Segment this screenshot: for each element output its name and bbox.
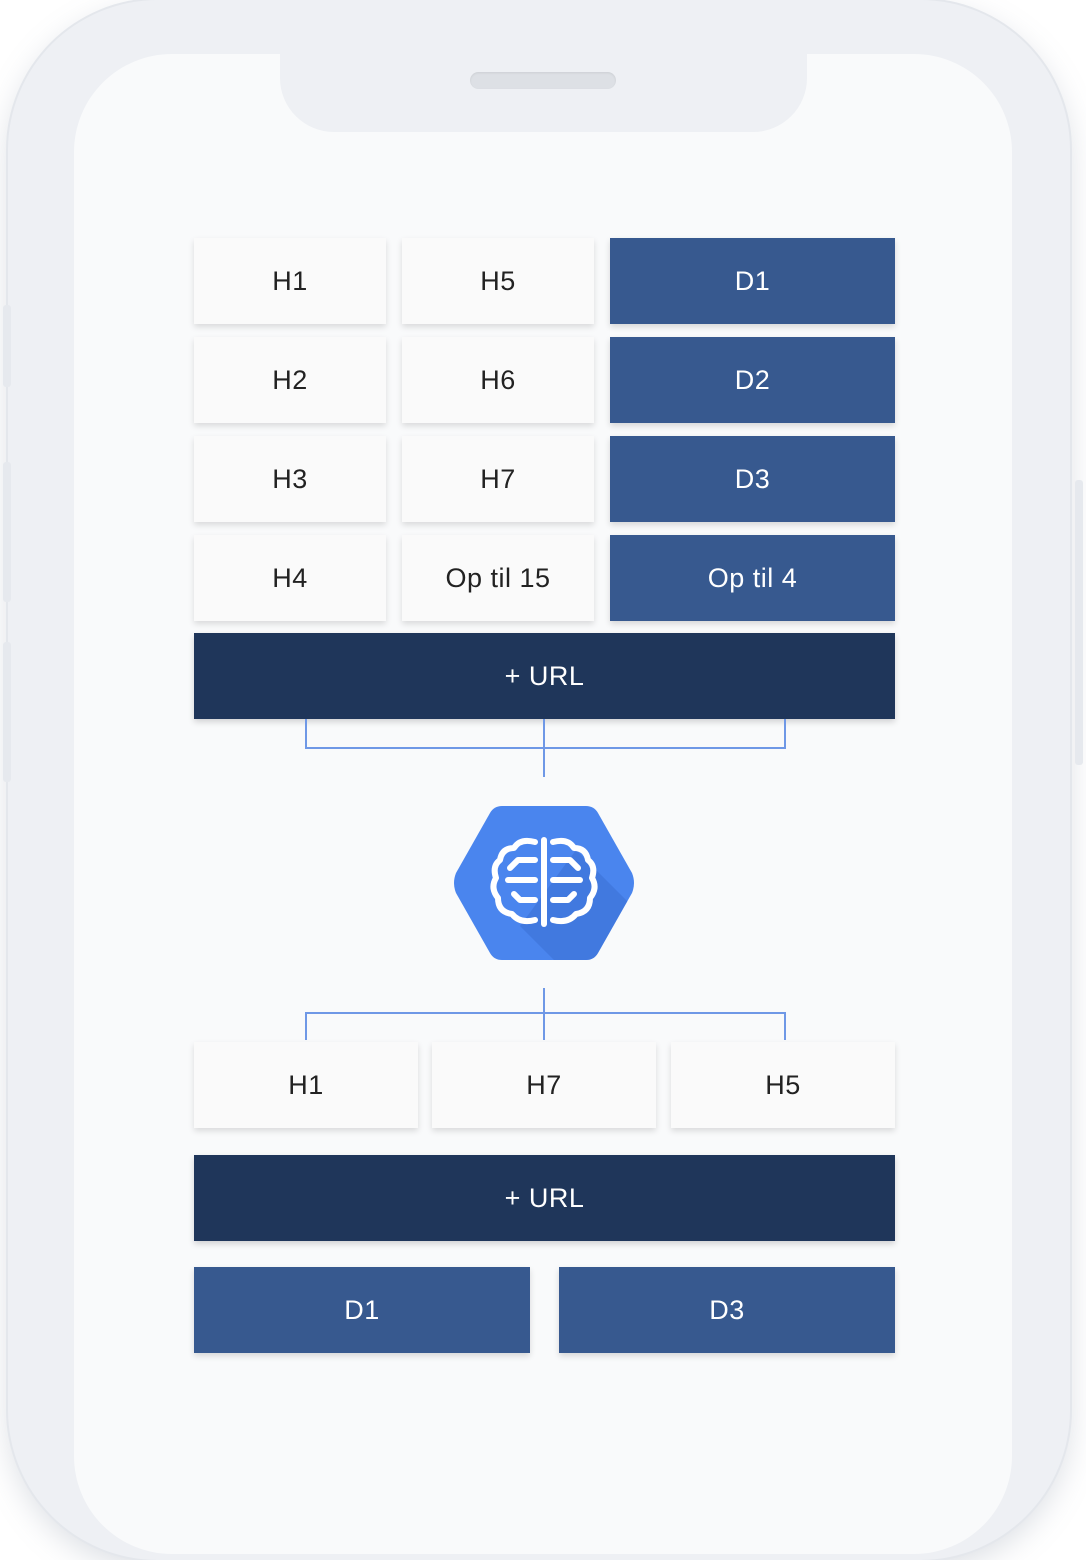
connector-line: [305, 747, 786, 749]
connector-line: [543, 719, 545, 777]
heading-cell: H3: [194, 436, 386, 522]
phone-power-button: [1075, 480, 1083, 765]
brain-hexagon-icon: [454, 806, 634, 960]
heading-cell: H5: [402, 238, 594, 324]
description-cell: D1: [610, 238, 895, 324]
heading-cell: H5: [671, 1042, 895, 1128]
phone-volume-down-button: [3, 642, 11, 782]
speaker-grille: [470, 72, 616, 89]
connector-line: [305, 719, 307, 749]
heading-cell: H4: [194, 535, 386, 621]
url-bar: + URL: [194, 633, 895, 719]
description-cell: D3: [610, 436, 895, 522]
heading-cell: H7: [432, 1042, 656, 1128]
heading-cell: H6: [402, 337, 594, 423]
heading-cell: Op til 15: [402, 535, 594, 621]
heading-cell: H2: [194, 337, 386, 423]
connector-line: [784, 719, 786, 749]
heading-cell: H7: [402, 436, 594, 522]
heading-cell: H1: [194, 238, 386, 324]
phone-notch: [280, 54, 807, 132]
heading-cell: H1: [194, 1042, 418, 1128]
description-cell: D1: [194, 1267, 530, 1353]
connector-line: [784, 1012, 786, 1040]
description-cell: D3: [559, 1267, 895, 1353]
connector-line: [305, 1012, 786, 1014]
phone-volume-up-button: [3, 462, 11, 602]
phone-side-button: [3, 305, 11, 387]
connector-line: [543, 988, 545, 1040]
connector-line: [305, 1012, 307, 1040]
description-cell: Op til 4: [610, 535, 895, 621]
description-cell: D2: [610, 337, 895, 423]
url-bar: + URL: [194, 1155, 895, 1241]
